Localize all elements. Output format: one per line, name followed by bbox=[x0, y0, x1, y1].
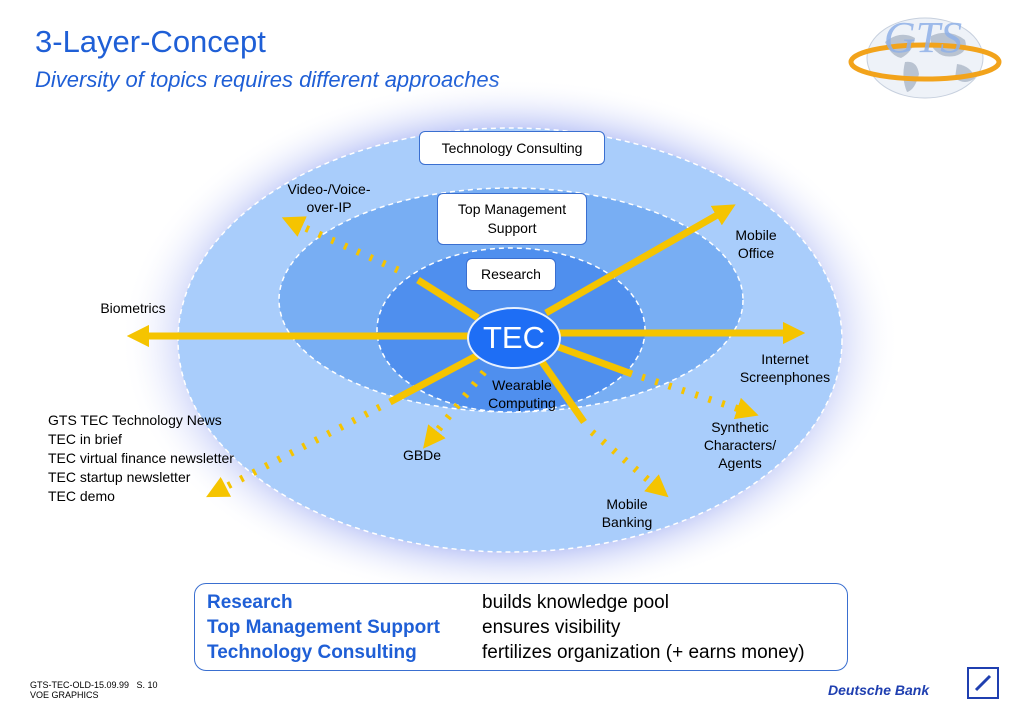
technology-consulting-box: Technology Consulting bbox=[419, 131, 605, 165]
arrow-mobile-banking bbox=[589, 429, 669, 498]
spoke-lower-left bbox=[388, 350, 482, 406]
spoke-down bbox=[537, 356, 587, 425]
footer-code: GTS-TEC-OLD-15.09.99 bbox=[30, 680, 130, 690]
gts-logo-text: GTS bbox=[884, 13, 962, 62]
research-box: Research bbox=[466, 258, 556, 291]
publication-item: GTS TEC Technology News bbox=[48, 412, 222, 428]
legend-desc-technology-consulting: fertilizes organization (+ earns money) bbox=[482, 642, 805, 663]
spoke-upper-left bbox=[416, 277, 480, 321]
arrow-video-voip bbox=[281, 216, 400, 274]
legend-term-technology-consulting: Technology Consulting bbox=[207, 642, 417, 663]
legend-desc-research: builds knowledge pool bbox=[482, 592, 669, 613]
technology-consulting-label: Technology Consulting bbox=[441, 139, 583, 156]
topic-biometrics: Biometrics bbox=[100, 300, 166, 316]
topic-video-voip: Video-/Voice- over-IP bbox=[270, 180, 388, 216]
legend-desc-top-management: ensures visibility bbox=[482, 617, 621, 638]
topic-internet-screenphones: Internet Screenphones bbox=[730, 350, 840, 386]
topic-synthetic-agents: Synthetic Characters/ Agents bbox=[690, 418, 790, 472]
topic-synthetic-agents-line3: Agents bbox=[718, 455, 762, 471]
tec-center: TEC bbox=[467, 307, 561, 369]
footer-page: S. 10 bbox=[136, 680, 158, 690]
publication-item: TEC demo bbox=[48, 488, 115, 504]
topic-video-voip-line1: Video-/Voice- bbox=[287, 181, 371, 197]
top-management-support-box: Top Management Support bbox=[437, 193, 587, 245]
topic-mobile-office-line1: Mobile bbox=[735, 227, 777, 243]
publications-list: GTS TEC Technology News TEC in brief TEC… bbox=[48, 411, 234, 506]
topic-video-voip-line2: over-IP bbox=[306, 199, 352, 215]
top-management-label-line2: Support bbox=[487, 220, 537, 236]
research-label: Research bbox=[481, 266, 541, 282]
topic-internet-screenphones-line1: Internet bbox=[761, 351, 809, 367]
topic-wearable-line2: Computing bbox=[488, 395, 556, 411]
globe-icon bbox=[848, 17, 1002, 99]
topic-mobile-office-line2: Office bbox=[737, 245, 775, 261]
arrow-publications bbox=[206, 403, 382, 498]
legend-term-top-management: Top Management Support bbox=[207, 617, 440, 638]
publication-item: TEC virtual finance newsletter bbox=[48, 450, 234, 466]
topic-internet-screenphones-line2: Screenphones bbox=[739, 369, 831, 385]
page-title: 3-Layer-Concept bbox=[35, 24, 266, 59]
brand-name: Deutsche Bank bbox=[828, 682, 930, 698]
footer-info: GTS-TEC-OLD-15.09.99 S. 10 VOE GRAPHICS bbox=[30, 680, 158, 700]
arrow-gbde bbox=[423, 369, 487, 449]
topic-mobile-banking-line2: Banking bbox=[601, 514, 653, 530]
footer-dept: VOE GRAPHICS bbox=[30, 690, 99, 700]
gts-logo: GTS bbox=[848, 13, 1002, 99]
topic-mobile-banking: Mobile Banking bbox=[592, 495, 662, 531]
legend-box: Research builds knowledge pool Top Manag… bbox=[194, 583, 848, 671]
publication-item: TEC in brief bbox=[48, 431, 122, 447]
spoke-lower-right bbox=[551, 341, 634, 378]
topic-synthetic-agents-line1: Synthetic bbox=[711, 419, 769, 435]
topic-synthetic-agents-line2: Characters/ bbox=[703, 437, 777, 453]
legend-term-research: Research bbox=[207, 592, 293, 613]
arrow-mobile-office bbox=[544, 204, 736, 317]
topic-mobile-office: Mobile Office bbox=[718, 226, 794, 262]
topic-gbde: GBDe bbox=[402, 447, 442, 463]
topic-wearable-line1: Wearable bbox=[492, 377, 552, 393]
top-management-label-line1: Top Management bbox=[457, 201, 567, 217]
tec-center-label: TEC bbox=[483, 320, 545, 355]
topic-mobile-banking-line1: Mobile bbox=[606, 496, 648, 512]
topic-wearable-computing: Wearable Computing bbox=[476, 376, 568, 412]
publication-item: TEC startup newsletter bbox=[48, 469, 191, 485]
deutsche-bank-logo-icon bbox=[967, 667, 999, 699]
